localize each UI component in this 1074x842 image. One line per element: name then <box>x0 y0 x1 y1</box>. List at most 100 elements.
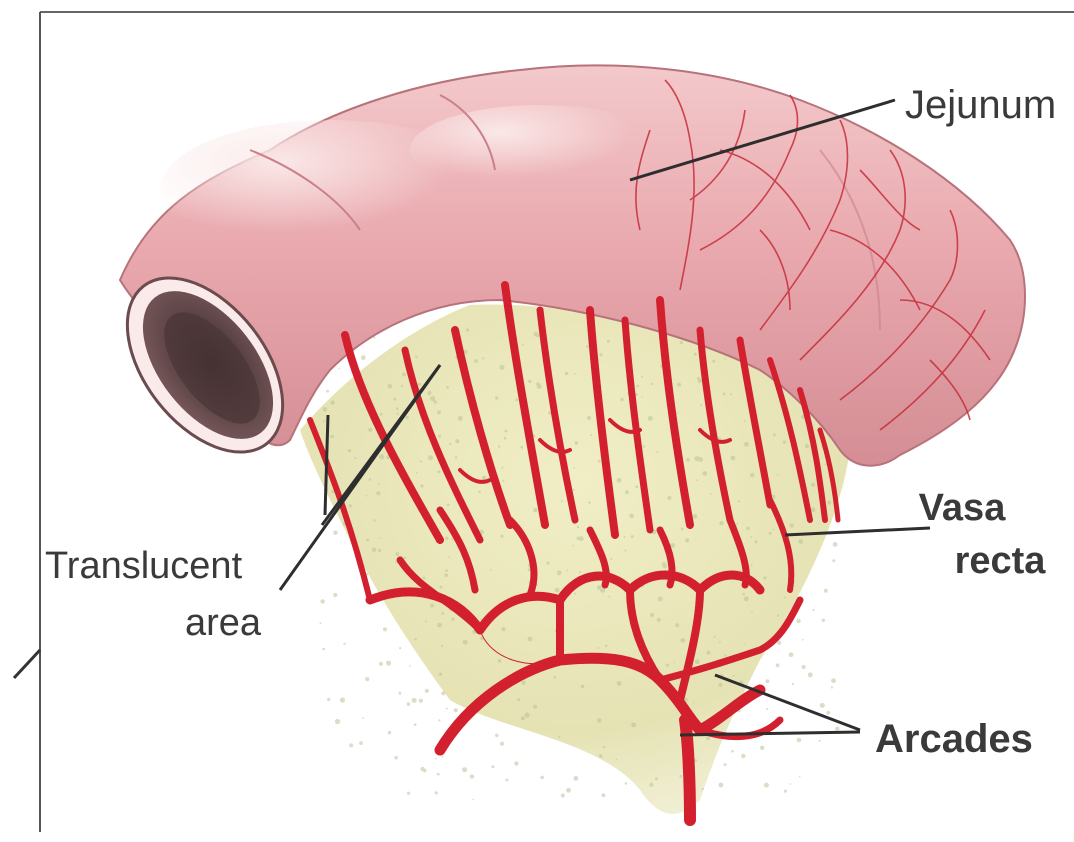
fat-speckle <box>742 593 745 596</box>
fat-speckle <box>528 380 531 383</box>
fat-speckle <box>388 384 393 389</box>
fat-speckle <box>368 428 372 432</box>
fat-speckle <box>695 659 700 664</box>
fat-speckle <box>517 698 520 701</box>
fat-speckle <box>343 643 345 645</box>
fat-speckle <box>388 731 391 734</box>
fat-speckle <box>777 641 781 645</box>
fat-speckle <box>648 416 653 421</box>
fat-speckle <box>525 713 530 718</box>
fat-speckle <box>575 441 579 445</box>
fat-speckle <box>333 593 337 597</box>
fat-speckle <box>674 662 676 664</box>
fat-speckle <box>635 393 638 396</box>
fat-speckle <box>427 391 431 395</box>
fat-speckle <box>378 483 380 485</box>
fat-speckle <box>504 430 507 433</box>
fat-speckle <box>773 529 775 531</box>
fat-speckle <box>401 385 403 387</box>
fat-speckle <box>730 393 732 395</box>
fat-speckle <box>575 373 577 375</box>
fat-speckle <box>792 683 794 685</box>
fat-speckle <box>449 443 451 445</box>
fat-speckle <box>694 353 697 356</box>
fat-speckle <box>620 398 623 401</box>
fat-speckle <box>702 471 707 476</box>
fat-speckle <box>629 514 634 519</box>
fat-speckle <box>680 638 685 643</box>
fat-speckle <box>393 398 396 401</box>
fat-speckle <box>446 386 449 389</box>
fat-speckle <box>446 708 448 710</box>
fat-speckle <box>607 340 610 343</box>
fat-speckle <box>723 392 726 395</box>
fat-speckle <box>784 790 787 793</box>
fat-speckle <box>502 480 504 482</box>
fat-speckle <box>434 400 437 403</box>
fat-speckle <box>514 761 518 765</box>
fat-speckle <box>700 404 702 406</box>
fat-speckle <box>667 496 671 500</box>
fat-speckle <box>832 559 835 562</box>
fat-speckle <box>458 416 463 421</box>
fat-speckle <box>610 558 612 560</box>
fat-speckle <box>776 663 780 667</box>
fat-speckle <box>777 474 779 476</box>
fat-speckle <box>573 489 575 491</box>
fat-speckle <box>765 679 769 683</box>
fat-speckle <box>631 722 636 727</box>
fat-speckle <box>425 621 427 623</box>
fat-speckle <box>441 756 443 758</box>
fat-speckle <box>561 500 563 502</box>
fat-speckle <box>438 719 440 721</box>
fat-speckle <box>625 782 628 785</box>
fat-speckle <box>588 501 590 503</box>
fat-speckle <box>327 698 330 701</box>
fat-speckle <box>702 788 704 790</box>
fat-speckle <box>625 490 629 494</box>
fat-speckle <box>579 571 581 573</box>
fat-speckle <box>500 365 505 370</box>
fat-speckle <box>597 718 602 723</box>
fat-speckle <box>599 353 602 356</box>
fat-speckle <box>694 456 699 461</box>
fat-speckle <box>438 435 441 438</box>
fat-speckle <box>504 437 507 440</box>
fat-speckle <box>744 644 746 646</box>
fat-speckle <box>407 702 411 706</box>
fat-speckle <box>394 756 398 760</box>
fat-speckle <box>825 463 827 465</box>
fat-speckle <box>445 569 448 572</box>
fat-speckle <box>438 470 441 473</box>
fat-speckle <box>581 685 585 689</box>
fat-speckle <box>379 537 381 539</box>
fat-speckle <box>500 742 504 746</box>
fat-speckle <box>423 769 427 773</box>
fat-speckle <box>428 455 433 460</box>
fat-speckle <box>658 597 663 602</box>
fat-speckle <box>822 619 825 622</box>
fat-speckle <box>466 328 469 331</box>
fat-speckle <box>528 568 531 571</box>
fat-speckle <box>693 514 698 519</box>
fat-speckle <box>643 445 645 447</box>
fat-speckle <box>448 556 450 558</box>
fat-speckle <box>790 523 794 527</box>
fat-speckle <box>656 451 658 453</box>
fat-speckle <box>396 407 399 410</box>
fat-speckle <box>533 705 537 709</box>
fat-speckle <box>724 763 727 766</box>
fat-speckle <box>679 775 682 778</box>
fat-speckle <box>719 641 721 643</box>
fat-speckle <box>430 604 434 608</box>
fat-speckle <box>349 504 352 507</box>
fat-speckle <box>455 439 459 443</box>
fat-speckle <box>331 401 335 405</box>
fat-speckle <box>719 783 724 788</box>
fat-speckle <box>625 550 627 552</box>
fat-speckle <box>555 588 560 593</box>
fat-speckle <box>616 759 618 761</box>
fat-speckle <box>783 441 786 444</box>
fat-speckle <box>826 711 830 715</box>
fat-speckle <box>451 538 453 540</box>
